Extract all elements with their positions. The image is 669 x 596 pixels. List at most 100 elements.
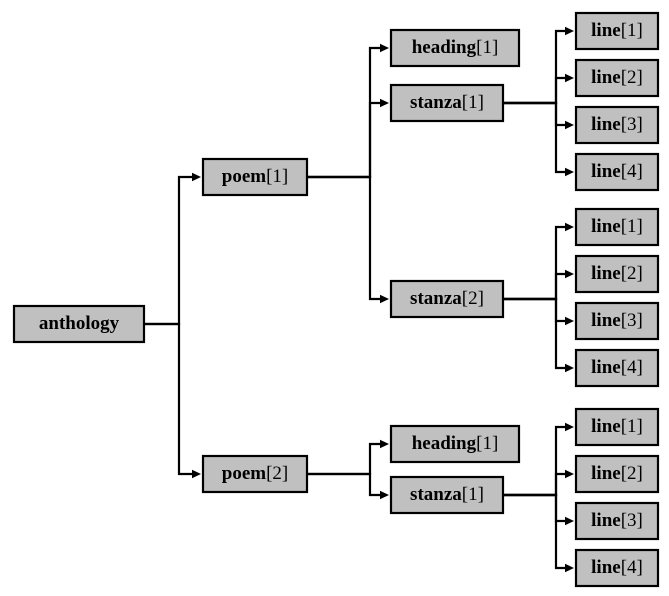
edge-poem2-to-p2stanza1 xyxy=(307,472,389,500)
edge-arrowhead-icon xyxy=(380,98,389,108)
edge-arrowhead-icon xyxy=(565,73,574,83)
edge-poem1-to-p1stanza1 xyxy=(307,98,389,179)
node-box[interactable] xyxy=(12,304,146,344)
node-box[interactable] xyxy=(574,11,660,51)
node-s12line1[interactable]: line[1] xyxy=(574,207,660,247)
node-element-name: line xyxy=(591,67,621,88)
node-s11line4[interactable]: line[4] xyxy=(574,152,660,192)
node-element-index: [1] xyxy=(266,166,288,187)
edge-poem1-to-p1heading1 xyxy=(307,43,389,179)
edge-polyline xyxy=(307,175,380,301)
node-s21line3[interactable]: line[3] xyxy=(574,501,660,541)
node-p1stanza2[interactable]: stanza[2] xyxy=(389,279,505,319)
node-element-name: poem xyxy=(222,166,267,187)
edge-p1stanza2-to-s12line2 xyxy=(503,269,574,301)
node-box[interactable] xyxy=(389,279,505,319)
edge-anthology-to-poem2 xyxy=(144,322,201,479)
edge-p1stanza2-to-s12line3 xyxy=(503,297,574,326)
node-box[interactable] xyxy=(201,157,309,197)
node-element-name: line xyxy=(591,161,621,182)
edge-arrowhead-icon xyxy=(380,43,389,53)
node-s12line4[interactable]: line[4] xyxy=(574,348,660,388)
node-box[interactable] xyxy=(389,424,521,464)
node-label: line[3] xyxy=(591,114,643,135)
node-s11line1[interactable]: line[1] xyxy=(574,11,660,51)
node-element-name: heading xyxy=(412,433,477,454)
node-poem1[interactable]: poem[1] xyxy=(201,157,309,197)
node-element-index: [1] xyxy=(621,20,643,41)
node-s12line2[interactable]: line[2] xyxy=(574,254,660,294)
edge-arrowhead-icon xyxy=(565,120,574,130)
node-p2stanza1[interactable]: stanza[1] xyxy=(389,475,505,515)
node-element-index: [1] xyxy=(621,416,643,437)
node-box[interactable] xyxy=(574,152,660,192)
edge-polyline xyxy=(144,322,192,476)
node-box[interactable] xyxy=(574,348,660,388)
node-label: line[1] xyxy=(591,416,643,437)
edge-arrowhead-icon xyxy=(380,439,389,449)
node-s11line2[interactable]: line[2] xyxy=(574,58,660,98)
edge-layer xyxy=(144,26,574,573)
node-element-name: stanza xyxy=(410,92,462,113)
node-label: stanza[2] xyxy=(410,288,484,309)
edge-arrowhead-icon xyxy=(565,222,574,232)
edge-arrowhead-icon xyxy=(565,167,574,177)
edge-p2stanza1-to-s21line3 xyxy=(503,493,574,526)
edge-poem2-to-p2heading1 xyxy=(307,439,389,476)
node-box[interactable] xyxy=(201,454,309,494)
node-label: line[4] xyxy=(591,161,643,182)
node-s21line2[interactable]: line[2] xyxy=(574,454,660,494)
node-element-index: [4] xyxy=(621,161,643,182)
node-anthology[interactable]: anthology xyxy=(12,304,146,344)
node-label: heading[1] xyxy=(412,37,499,58)
node-s12line3[interactable]: line[3] xyxy=(574,301,660,341)
node-box[interactable] xyxy=(389,475,505,515)
node-element-index: [1] xyxy=(476,37,498,58)
node-box[interactable] xyxy=(389,28,521,68)
node-label: heading[1] xyxy=(412,433,499,454)
node-label: poem[2] xyxy=(222,463,288,484)
node-element-name: line xyxy=(591,20,621,41)
node-p1stanza1[interactable]: stanza[1] xyxy=(389,83,505,123)
node-p1heading1[interactable]: heading[1] xyxy=(389,28,521,68)
node-layer: anthologypoem[1]poem[2]heading[1]stanza[… xyxy=(12,11,660,588)
node-element-index: [1] xyxy=(462,484,484,505)
node-element-name: poem xyxy=(222,463,267,484)
node-box[interactable] xyxy=(574,105,660,145)
node-box[interactable] xyxy=(574,407,660,447)
node-element-index: [2] xyxy=(621,463,643,484)
node-box[interactable] xyxy=(574,254,660,294)
edge-p2stanza1-to-s21line4 xyxy=(503,493,574,573)
node-s21line1[interactable]: line[1] xyxy=(574,407,660,447)
node-poem2[interactable]: poem[2] xyxy=(201,454,309,494)
node-label: line[2] xyxy=(591,67,643,88)
node-element-index: [3] xyxy=(621,510,643,531)
node-s21line4[interactable]: line[4] xyxy=(574,548,660,588)
node-element-index: [3] xyxy=(621,114,643,135)
edge-polyline xyxy=(503,472,565,497)
node-label: poem[1] xyxy=(222,166,288,187)
edge-polyline xyxy=(503,297,565,370)
edge-arrowhead-icon xyxy=(192,172,201,182)
node-box[interactable] xyxy=(574,58,660,98)
node-box[interactable] xyxy=(389,83,505,123)
edge-p1stanza2-to-s12line4 xyxy=(503,297,574,373)
node-box[interactable] xyxy=(574,501,660,541)
edge-arrowhead-icon xyxy=(565,422,574,432)
node-element-name: line xyxy=(591,263,621,284)
node-box[interactable] xyxy=(574,454,660,494)
node-element-index: [2] xyxy=(462,288,484,309)
node-element-name: line xyxy=(591,510,621,531)
node-element-index: [2] xyxy=(621,263,643,284)
edge-arrowhead-icon xyxy=(565,316,574,326)
node-element-index: [1] xyxy=(462,92,484,113)
node-box[interactable] xyxy=(574,207,660,247)
node-s11line3[interactable]: line[3] xyxy=(574,105,660,145)
node-element-name: line xyxy=(591,216,621,237)
node-p2heading1[interactable]: heading[1] xyxy=(389,424,521,464)
edge-arrowhead-icon xyxy=(565,516,574,526)
node-box[interactable] xyxy=(574,301,660,341)
node-label: anthology xyxy=(39,313,120,334)
node-element-name: anthology xyxy=(39,313,120,334)
node-box[interactable] xyxy=(574,548,660,588)
